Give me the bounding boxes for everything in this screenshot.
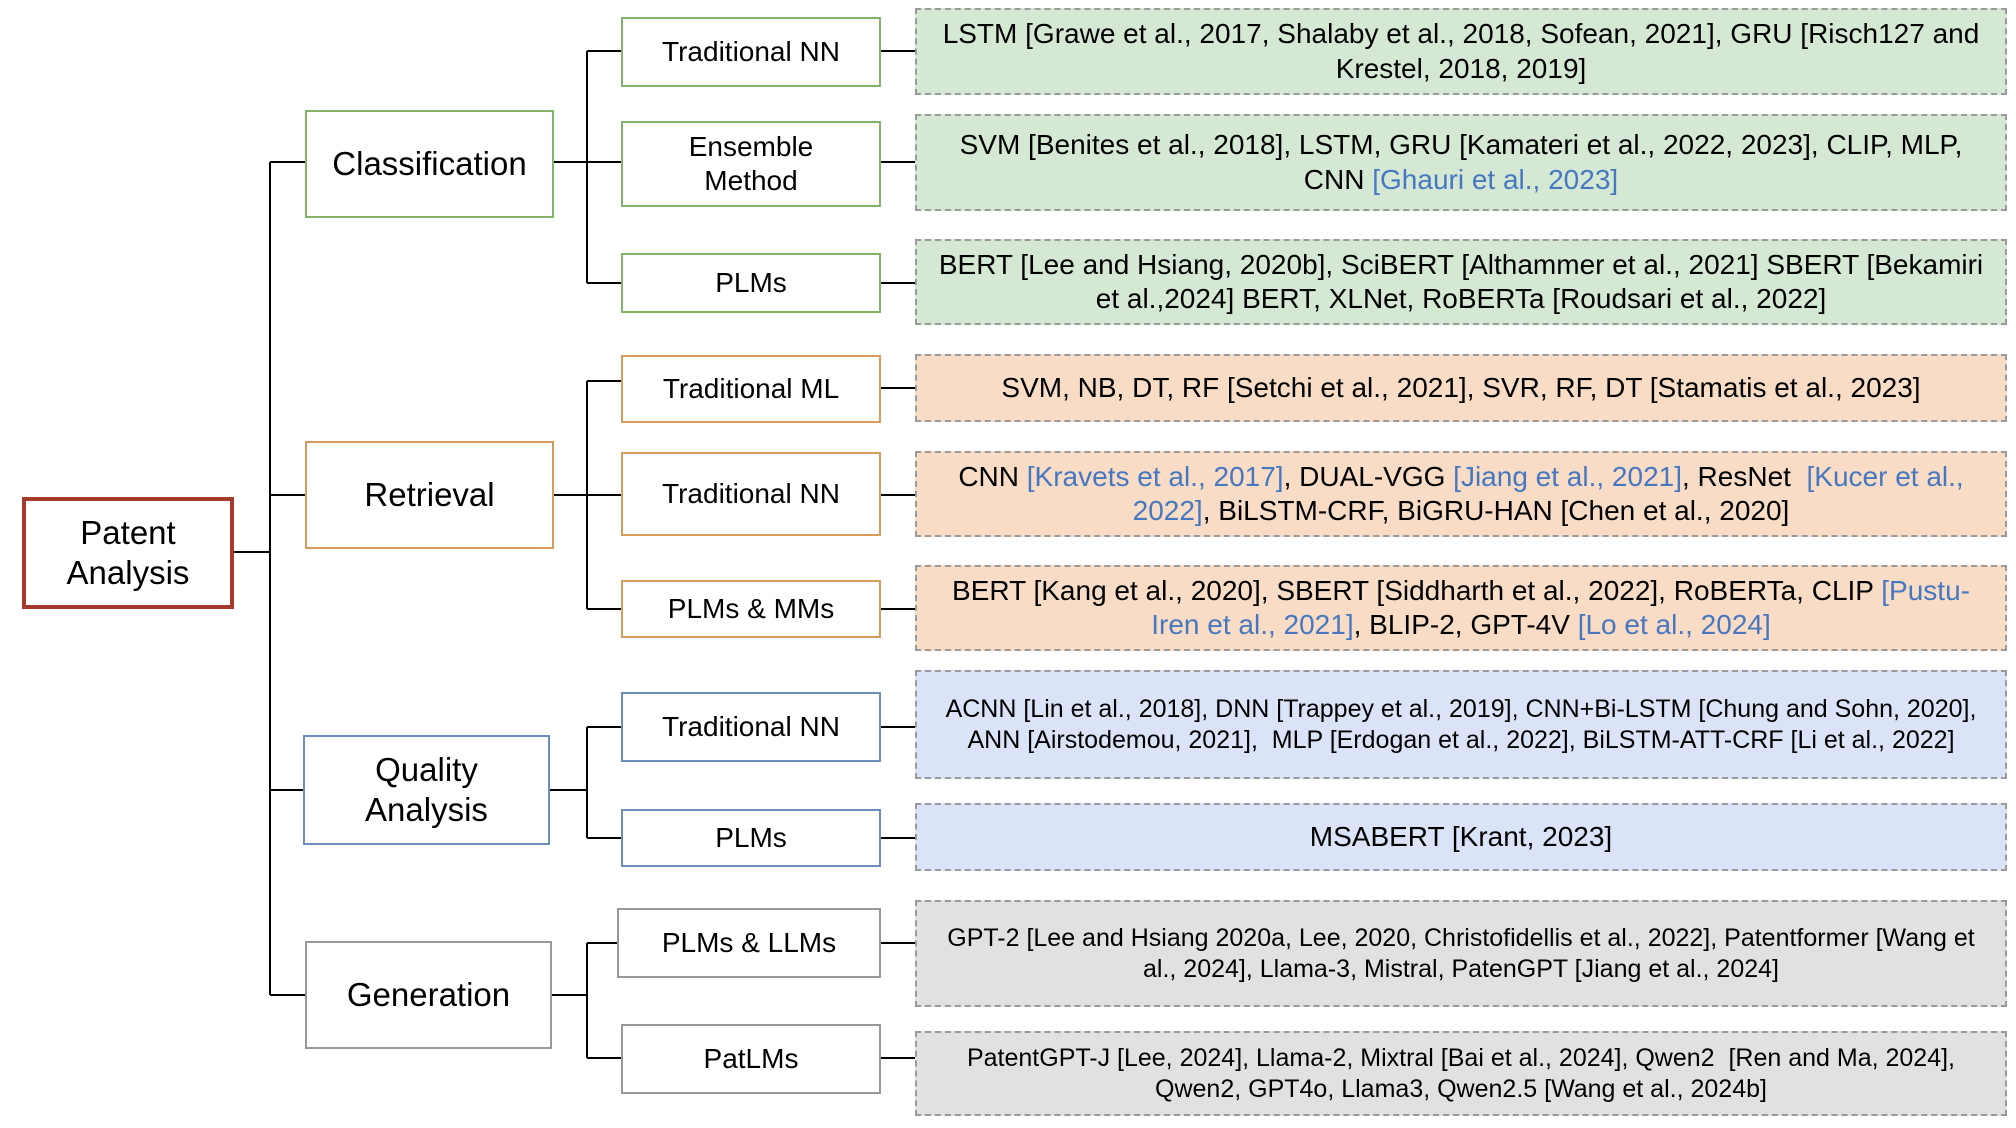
- methods-text: ACNN [Lin et al., 2018], DNN [Trappey et…: [945, 695, 1982, 754]
- category-generation: Generation: [305, 941, 552, 1049]
- methods-text: LSTM [Grawe et al., 2017, Shalaby et al.…: [942, 18, 1988, 84]
- category-quality-analysis: Quality Analysis: [303, 735, 550, 845]
- methods-text: BERT [Lee and Hsiang, 2020b], SciBERT [A…: [938, 248, 1991, 314]
- root-label-line1: Patent: [80, 513, 176, 551]
- category-label: Quality Analysis: [365, 750, 488, 828]
- category-label: Retrieval: [364, 475, 495, 513]
- sub-classification-plms: PLMs: [621, 253, 881, 313]
- methods-classification-ensemble-method: SVM [Benites et al., 2018], LSTM, GRU [K…: [915, 114, 2007, 211]
- sub-label: Traditional NN: [662, 710, 840, 742]
- methods-classification-traditional-nn: LSTM [Grawe et al., 2017, Shalaby et al.…: [915, 8, 2007, 95]
- sub-label: Traditional ML: [662, 372, 840, 404]
- methods-generation-patlms: PatentGPT-J [Lee, 2024], Llama-2, Mixtra…: [915, 1031, 2007, 1116]
- methods-classification-plms: BERT [Lee and Hsiang, 2020b], SciBERT [A…: [915, 239, 2007, 325]
- category-retrieval: Retrieval: [305, 441, 554, 549]
- methods-text: CNN [Kravets et al., 2017], DUAL-VGG [Ji…: [958, 460, 1972, 526]
- methods-quality-traditional-nn: ACNN [Lin et al., 2018], DNN [Trappey et…: [915, 670, 2007, 779]
- methods-generation-plms-llms: GPT-2 [Lee and Hsiang 2020a, Lee, 2020, …: [915, 900, 2007, 1007]
- sub-quality-plms: PLMs: [621, 809, 881, 867]
- sub-label: PLMs: [715, 821, 787, 853]
- category-label: Classification: [332, 144, 527, 182]
- sub-generation-patlms: PatLMs: [621, 1024, 881, 1094]
- methods-text: PatentGPT-J [Lee, 2024], Llama-2, Mixtra…: [966, 1044, 1962, 1103]
- sub-retrieval-traditional-nn: Traditional NN: [621, 452, 881, 536]
- methods-text: GPT-2 [Lee and Hsiang 2020a, Lee, 2020, …: [947, 924, 1982, 983]
- methods-retrieval-plms-mms: BERT [Kang et al., 2020], SBERT [Siddhar…: [915, 565, 2007, 651]
- methods-text: BERT [Kang et al., 2020], SBERT [Siddhar…: [952, 574, 1970, 640]
- sub-retrieval-plms-mms: PLMs & MMs: [621, 580, 881, 638]
- sub-label: Traditional NN: [662, 35, 840, 67]
- methods-retrieval-traditional-ml: SVM, NB, DT, RF [Setchi et al., 2021], S…: [915, 354, 2007, 422]
- sub-classification-traditional-nn: Traditional NN: [621, 17, 881, 87]
- root-label-line2: Analysis: [66, 554, 190, 591]
- category-classification: Classification: [305, 110, 554, 218]
- sub-retrieval-traditional-ml: Traditional ML: [621, 355, 881, 423]
- sub-label: PLMs & LLMs: [661, 926, 837, 958]
- methods-text: SVM [Benites et al., 2018], LSTM, GRU [K…: [959, 129, 1971, 195]
- sub-label: PLMs & MMs: [667, 592, 835, 624]
- sub-generation-plms-llms: PLMs & LLMs: [617, 908, 881, 978]
- methods-retrieval-traditional-nn: CNN [Kravets et al., 2017], DUAL-VGG [Ji…: [915, 451, 2007, 537]
- sub-label: Traditional NN: [662, 477, 840, 509]
- sub-classification-ensemble-method: Ensemble Method: [621, 121, 881, 207]
- methods-text: SVM, NB, DT, RF [Setchi et al., 2021], S…: [1001, 371, 1921, 403]
- sub-label: PatLMs: [703, 1042, 799, 1074]
- category-label: Generation: [346, 975, 511, 1013]
- sub-label: PLMs: [715, 266, 787, 298]
- methods-text: MSABERT [Krant, 2023]: [1309, 820, 1613, 852]
- sub-label: Ensemble Method: [688, 130, 814, 196]
- methods-quality-plms: MSABERT [Krant, 2023]: [915, 803, 2007, 871]
- sub-quality-traditional-nn: Traditional NN: [621, 692, 881, 762]
